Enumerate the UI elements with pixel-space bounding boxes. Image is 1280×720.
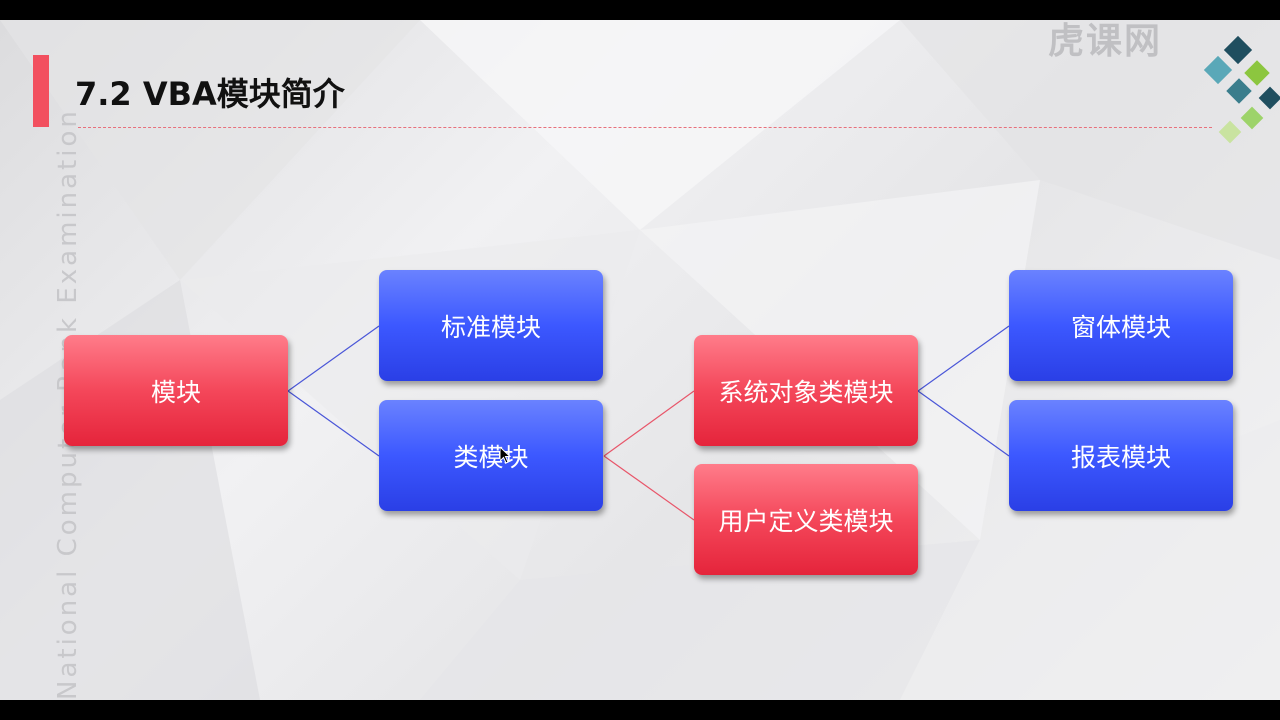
corner-diamond-decoration: [1203, 35, 1280, 144]
watermark-logo: 虎课网: [1048, 21, 1163, 62]
diagram-connectors: [287, 325, 1010, 521]
slide: 虎课网 7.2 VBA模块简介 National Computer Rank E…: [0, 20, 1280, 700]
node-standard-module: 标准模块: [379, 270, 603, 381]
node-system-object-class-module: 系统对象类模块: [694, 335, 918, 446]
node-report-module: 报表模块: [1009, 400, 1233, 511]
title-accent-bar: [33, 55, 49, 127]
mouse-cursor-icon: [500, 447, 512, 464]
title-divider: [78, 127, 1212, 128]
slide-title: 7.2 VBA模块简介: [75, 75, 345, 113]
connector-class-system: [603, 390, 695, 457]
connector-system-form: [917, 325, 1010, 392]
connector-system-report: [917, 390, 1010, 457]
node-user-defined-class-module: 用户定义类模块: [694, 464, 918, 575]
connector-root-class: [287, 390, 380, 457]
connector-root-standard: [287, 325, 380, 392]
node-class-module: 类模块: [379, 400, 603, 511]
node-form-module: 窗体模块: [1009, 270, 1233, 381]
connector-class-user: [603, 455, 695, 521]
node-root-module: 模块: [64, 335, 288, 446]
